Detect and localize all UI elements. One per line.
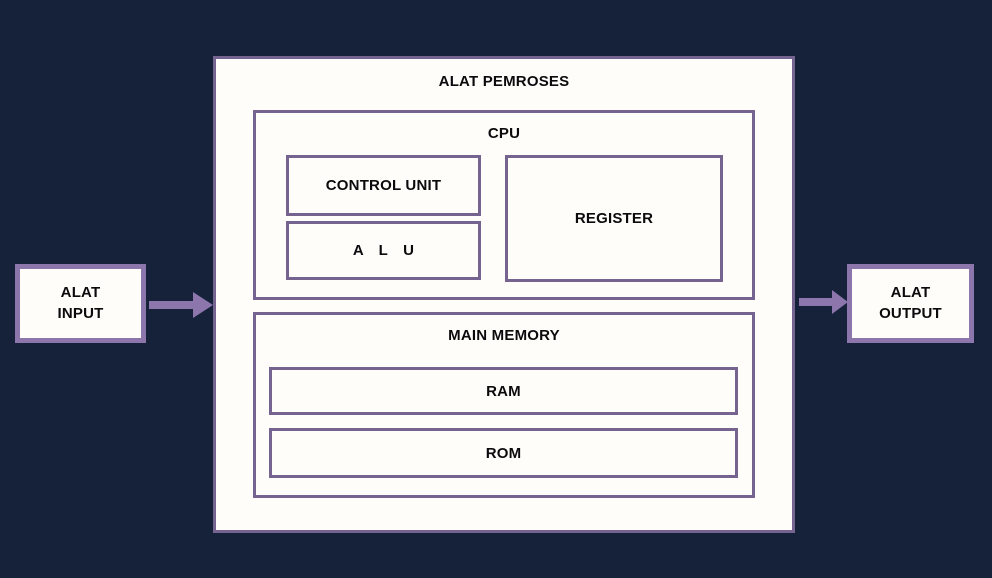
input-device-label: ALAT INPUT (57, 284, 104, 322)
input-device-box: ALAT INPUT (15, 264, 146, 343)
alu-box: A L U (286, 221, 481, 280)
main-memory-box: MAIN MEMORY RAM ROM (253, 312, 755, 498)
rom-box: ROM (269, 428, 738, 478)
rom-label: ROM (485, 444, 522, 462)
processor-title: ALAT PEMROSES (438, 73, 570, 90)
ram-label: RAM (486, 382, 521, 400)
output-device-label: ALAT OUTPUT (879, 284, 942, 322)
cpu-box: CPU CONTROL UNIT A L U REGISTER (253, 110, 755, 300)
main-memory-title: MAIN MEMORY (448, 327, 560, 344)
control-unit-label: CONTROL UNIT (325, 177, 442, 194)
register-label: REGISTER (574, 210, 654, 227)
alu-label: A L U (352, 242, 415, 259)
right-arrow-icon (149, 292, 213, 318)
right-arrow-icon (799, 290, 848, 314)
cpu-title: CPU (487, 125, 521, 142)
processor-box: ALAT PEMROSES CPU CONTROL UNIT A L U REG… (213, 56, 795, 533)
ram-box: RAM (269, 367, 738, 415)
output-device-box: ALAT OUTPUT (847, 264, 974, 343)
register-box: REGISTER (505, 155, 723, 282)
control-unit-box: CONTROL UNIT (286, 155, 481, 216)
